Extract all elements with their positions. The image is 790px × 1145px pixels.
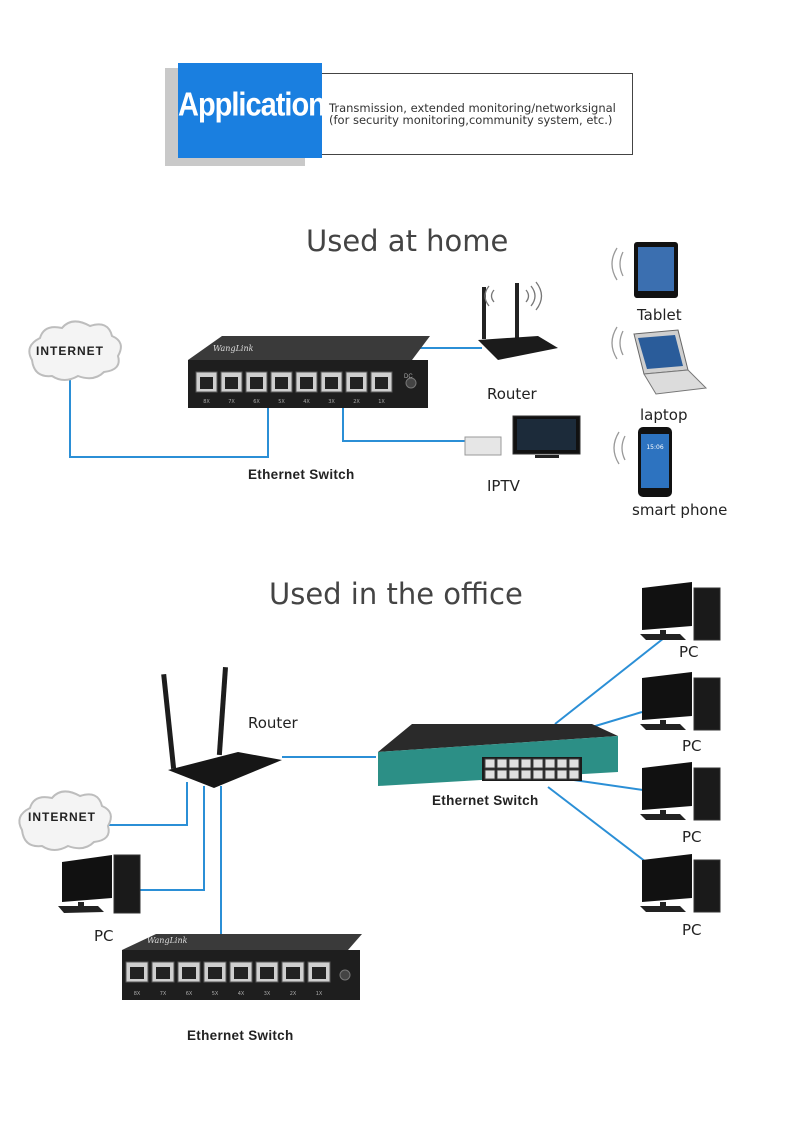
switch16-port-8 — [568, 758, 580, 769]
home-switch-port-label-7: 2X — [353, 399, 360, 405]
switch16-port-12 — [520, 769, 532, 780]
home-switch-port-socket-7 — [350, 377, 363, 389]
switch16-port-3 — [508, 758, 520, 769]
office-switch-port-socket-1 — [130, 967, 144, 979]
office-switch-port-label-6: 3X — [264, 991, 271, 997]
home-switch-port-label-5: 4X — [303, 399, 310, 405]
office-pc-right-3-label: PC — [682, 828, 702, 846]
office-pc-right-1-label: PC — [679, 643, 699, 661]
switch16-port-7 — [556, 758, 568, 769]
office-cables — [22, 637, 665, 935]
switch16-port-1 — [484, 758, 496, 769]
office-switch-brand: WangLink — [147, 936, 188, 945]
office-pc-left-icon — [58, 854, 141, 914]
office-switch-port-socket-3 — [182, 967, 196, 979]
office-pc-right-2-icon — [640, 672, 721, 731]
office-switch8-label: Ethernet Switch — [187, 1028, 294, 1043]
office-pc-right-3-icon — [640, 762, 721, 821]
home-section-title: Used at home — [306, 224, 509, 258]
switch16-port-15 — [556, 769, 568, 780]
office-router-label: Router — [248, 714, 298, 732]
home-router-label: Router — [487, 385, 537, 403]
office-ethernet-switch-8: 8X 7X 6X 5X 4X 3X 2X 1X — [122, 934, 362, 1000]
tablet-icon — [611, 242, 678, 298]
home-switch-port-label-8: 1X — [378, 399, 385, 405]
switch16-port-11 — [508, 769, 520, 780]
office-switch-port-label-5: 4X — [238, 991, 245, 997]
home-switch-port-socket-2 — [225, 377, 238, 389]
home-internet-label: INTERNET — [36, 344, 104, 358]
office-switch-port-socket-6 — [260, 967, 274, 979]
tablet-label: Tablet — [637, 306, 682, 324]
application-badge — [178, 63, 322, 158]
office-router-icon — [161, 666, 282, 788]
home-router-icon — [478, 281, 558, 360]
office-pc-left-label: PC — [94, 927, 114, 945]
laptop-label: laptop — [640, 406, 688, 424]
switch16-port-14 — [544, 769, 556, 780]
office-pc-right-4-label: PC — [682, 921, 702, 939]
office-ethernet-switch-16 — [378, 724, 618, 786]
office-switch-port-label-4: 5X — [212, 991, 219, 997]
office-switch-port-label-1: 8X — [134, 991, 141, 997]
header-description-box — [322, 73, 633, 155]
switch16-port-4 — [520, 758, 532, 769]
home-switch-dc: DC — [404, 374, 413, 380]
office-switch-port-socket-2 — [156, 967, 170, 979]
switch16-port-13 — [532, 769, 544, 780]
office-switch16-ports — [484, 758, 580, 780]
office-pc-right-2-label: PC — [682, 737, 702, 755]
header-line-2: (for security monitoring,community syste… — [329, 113, 613, 127]
home-cables — [69, 347, 482, 458]
office-switch-port-label-3: 6X — [186, 991, 193, 997]
office-switch16-label: Ethernet Switch — [432, 793, 539, 808]
office-pc-right-4-icon — [640, 854, 721, 913]
home-switch-port-label-6: 3X — [328, 399, 335, 405]
phone-time: 15:06 — [646, 444, 663, 451]
home-switch-port-socket-3 — [250, 377, 263, 389]
office-section-title: Used in the office — [269, 577, 523, 611]
office-internet-cloud-icon — [18, 790, 112, 851]
smart-phone-icon: 15:06 — [613, 427, 672, 497]
office-switch-port-label-7: 2X — [290, 991, 297, 997]
office-switch-port-socket-5 — [234, 967, 248, 979]
home-switch-ports: 8X 7X 6X 5X 4X 3X 2X 1X — [195, 371, 393, 405]
laptop-icon — [611, 326, 708, 395]
header-description: Transmission, extended monitoring/networ… — [329, 102, 616, 126]
office-switch-port-socket-4 — [208, 967, 222, 979]
home-switch-port-label-2: 7X — [228, 399, 235, 405]
iptv-icon — [464, 415, 581, 458]
home-switch-port-socket-1 — [200, 377, 213, 389]
home-switch-port-label-3: 6X — [253, 399, 260, 405]
office-switch-ports: 8X 7X 6X 5X 4X 3X 2X 1X — [125, 961, 331, 997]
switch16-port-16 — [568, 769, 580, 780]
switch16-port-2 — [496, 758, 508, 769]
home-switch-port-label-4: 5X — [278, 399, 285, 405]
switch16-port-10 — [496, 769, 508, 780]
office-internet-label: INTERNET — [28, 810, 96, 824]
home-switch-port-socket-4 — [275, 377, 288, 389]
home-internet-cloud-icon — [28, 320, 122, 381]
switch16-port-6 — [544, 758, 556, 769]
home-switch-label: Ethernet Switch — [248, 467, 355, 482]
home-switch-port-socket-6 — [325, 377, 338, 389]
office-switch-port-socket-7 — [286, 967, 300, 979]
office-switch-port-label-8: 1X — [316, 991, 323, 997]
switch16-port-5 — [532, 758, 544, 769]
smart-phone-label: smart phone — [632, 501, 728, 519]
office-switch-port-socket-8 — [312, 967, 326, 979]
home-switch-brand: WangLink — [213, 344, 254, 353]
header-line-1: Transmission, extended monitoring/networ… — [329, 101, 616, 115]
office-switch-port-label-2: 7X — [160, 991, 167, 997]
home-switch-port-label-1: 8X — [203, 399, 210, 405]
office-pc-right-1-icon — [640, 582, 721, 641]
application-badge-text: Application — [178, 86, 326, 124]
switch16-port-9 — [484, 769, 496, 780]
home-switch-port-socket-8 — [375, 377, 388, 389]
home-ethernet-switch: 8X 7X 6X 5X 4X 3X 2X 1X — [188, 336, 430, 408]
iptv-label: IPTV — [487, 477, 520, 495]
home-switch-port-socket-5 — [300, 377, 313, 389]
